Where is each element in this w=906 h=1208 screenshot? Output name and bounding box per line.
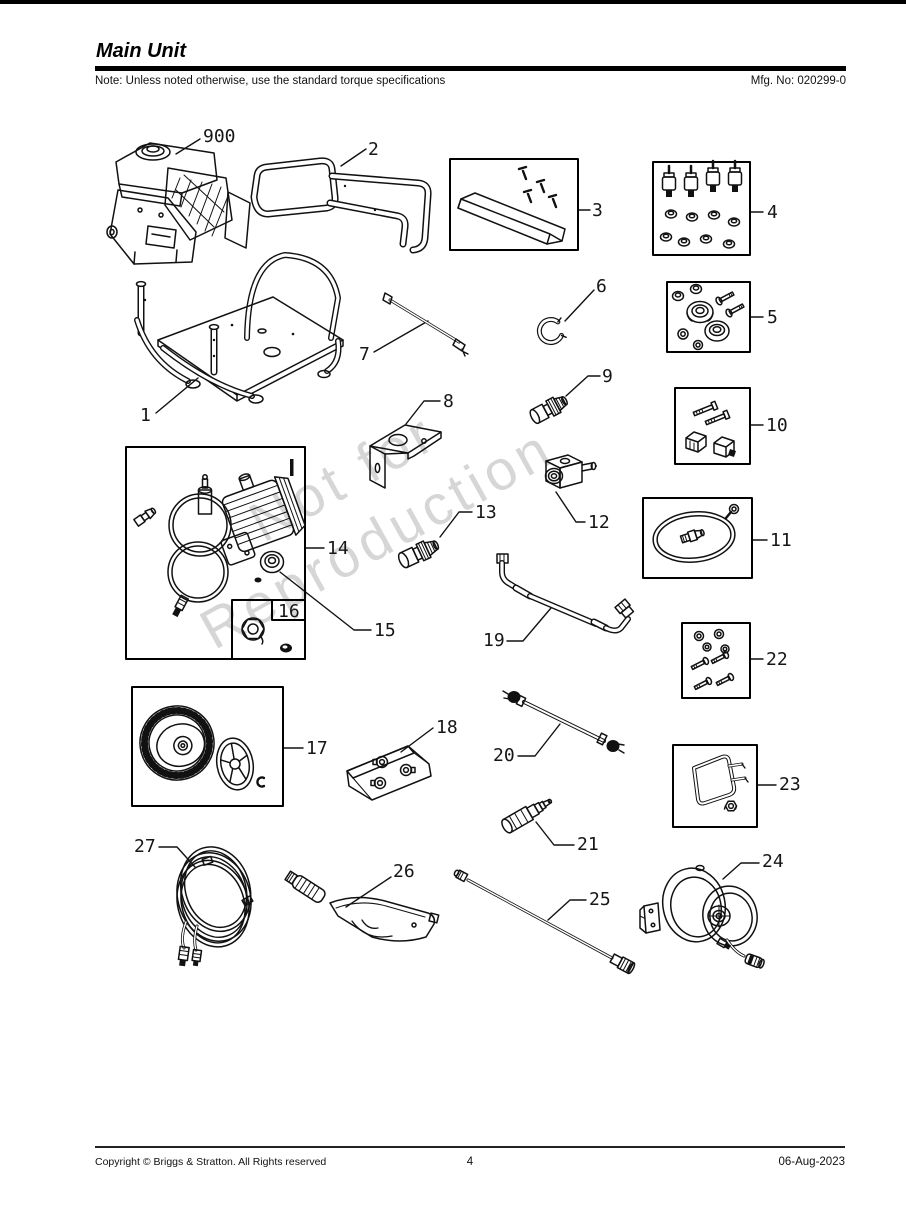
part-19-hose-illustration <box>496 553 635 634</box>
part-5-box <box>666 281 751 353</box>
kit-boxes <box>125 158 758 828</box>
part-6-retainer-clip-illustration <box>536 317 567 346</box>
part-25-tube-illustration <box>453 869 636 975</box>
callout-5: 5 <box>767 307 778 328</box>
copyright-text: Copyright © Briggs & Stratton. All Right… <box>95 1156 327 1168</box>
date-text: 06-Aug-2023 <box>778 1156 846 1168</box>
page-top-edge <box>0 0 906 4</box>
part-24-hose-reel-illustration <box>639 864 765 969</box>
torque-note: Note: Unless noted otherwise, use the st… <box>95 75 446 87</box>
part-7-rod-illustration <box>382 292 469 357</box>
footer-rule <box>95 1146 845 1148</box>
callout-26: 26 <box>393 861 415 882</box>
callout-21: 21 <box>577 834 599 855</box>
callout-27: 27 <box>134 836 156 857</box>
part-4-box <box>652 161 751 256</box>
callout-16: 16 <box>278 601 300 622</box>
header-rule <box>95 66 846 71</box>
callout-4: 4 <box>767 202 778 223</box>
part-23-hook-kit-illustration <box>692 754 749 812</box>
callout-22: 22 <box>766 649 788 670</box>
part-4-isolator-kit-illustration <box>659 159 743 249</box>
part-900-engine-illustration <box>106 142 251 265</box>
callout-2: 2 <box>368 139 379 160</box>
page-title: Main Unit <box>96 40 186 62</box>
mfg-number: Mfg. No: 020299-0 <box>750 75 846 87</box>
callout-8: 8 <box>443 391 454 412</box>
part-16-box <box>231 599 306 660</box>
part-9-fitting-illustration <box>529 395 568 425</box>
part-3-box <box>449 158 579 251</box>
callout-23: 23 <box>779 774 801 795</box>
callout-19: 19 <box>483 630 505 651</box>
part-14-pump-illustration <box>133 459 306 618</box>
part-8-bracket-illustration <box>369 424 442 489</box>
part-17-wheel-kit-illustration <box>139 705 266 791</box>
flange-nuts <box>659 209 741 249</box>
callout-900: 900 <box>203 126 236 147</box>
callout-24: 24 <box>762 851 784 872</box>
callout-17: 17 <box>306 738 328 759</box>
callout-11: 11 <box>770 530 792 551</box>
part-16-label-box <box>271 599 306 621</box>
pump-outlet-fitting <box>254 550 285 583</box>
part-16-cap-kit-illustration <box>241 617 292 653</box>
part-11-box <box>642 497 753 579</box>
part-20-lance-illustration <box>502 690 625 754</box>
part-12-valve-illustration <box>544 454 597 489</box>
callout-1: 1 <box>140 405 151 426</box>
callout-25: 25 <box>589 889 611 910</box>
part-27-hose-illustration <box>176 846 254 967</box>
part-11-oring-kit-illustration <box>652 503 740 563</box>
callout-13: 13 <box>475 502 497 523</box>
part-3-tray-kit-illustration <box>457 165 566 245</box>
callout-6: 6 <box>596 276 607 297</box>
part-13-fitting-illustration <box>397 540 440 569</box>
part-18-nozzle-bag-illustration <box>346 745 432 801</box>
part-14-box <box>125 446 306 660</box>
callout-12: 12 <box>588 512 610 533</box>
callout-3: 3 <box>592 200 603 221</box>
callout-7: 7 <box>359 344 370 365</box>
page-number: 4 <box>466 1156 474 1168</box>
part-17-box <box>131 686 284 807</box>
callout-15: 15 <box>374 620 396 641</box>
part-22-fastener-kit-illustration <box>690 628 735 691</box>
part-22-box <box>681 622 751 699</box>
callout-20: 20 <box>493 745 515 766</box>
leader-lines <box>155 138 777 921</box>
part-21-nozzle-illustration <box>501 798 553 834</box>
callout-10: 10 <box>766 415 788 436</box>
callout-18: 18 <box>436 717 458 738</box>
callout-9: 9 <box>602 366 613 387</box>
part-26-spray-gun-illustration <box>284 870 440 942</box>
callout-14: 14 <box>327 538 349 559</box>
part-2-handle-illustration <box>250 157 432 254</box>
part-23-box <box>672 744 758 828</box>
part-5-bushing-kit-illustration <box>671 283 745 351</box>
header-subline: Note: Unless noted otherwise, use the st… <box>95 75 846 87</box>
part-1-frame-illustration <box>134 252 344 404</box>
part-10-box <box>674 387 751 465</box>
part-10-clamp-kit-illustration <box>685 400 736 458</box>
footer: Copyright © Briggs & Stratton. All Right… <box>95 1156 845 1174</box>
